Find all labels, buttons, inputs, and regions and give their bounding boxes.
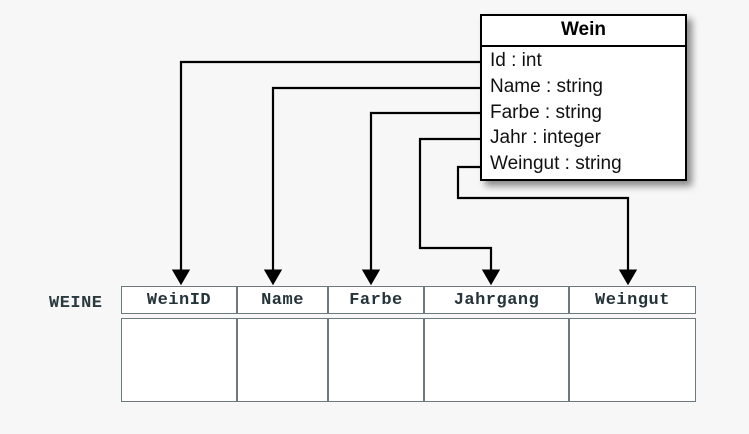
table-header-row: WeinID Name Farbe Jahrgang Weingut xyxy=(121,286,696,314)
column-header-name[interactable]: Name xyxy=(237,286,328,314)
class-attribute-farbe: Farbe : string xyxy=(490,101,602,123)
relation-name-label: WEINE xyxy=(49,294,103,313)
table-cell-farbe[interactable] xyxy=(328,318,424,402)
column-header-jahrgang[interactable]: Jahrgang xyxy=(424,286,569,314)
column-header-weingut[interactable]: Weingut xyxy=(569,286,696,314)
relational-table[interactable]: WeinID Name Farbe Jahrgang Weingut xyxy=(121,286,696,402)
class-attribute-list: Id : int Name : string Farbe : string Ja… xyxy=(482,47,685,179)
connector-farbe-to-farbe xyxy=(361,111,480,286)
class-attribute-weingut: Weingut : string xyxy=(490,153,622,175)
table-cell-jahrgang[interactable] xyxy=(424,318,569,402)
column-header-weinid[interactable]: WeinID xyxy=(121,286,237,314)
connector-id-to-weinid xyxy=(171,60,480,286)
column-header-farbe[interactable]: Farbe xyxy=(328,286,424,314)
class-attribute-jahr: Jahr : integer xyxy=(490,127,601,149)
table-cell-weinid[interactable] xyxy=(121,318,237,402)
class-attribute-id: Id : int xyxy=(490,49,542,71)
connector-name-to-name xyxy=(263,86,480,286)
class-name-label: Wein xyxy=(482,16,685,47)
table-cell-weingut[interactable] xyxy=(569,318,696,402)
table-cell-name[interactable] xyxy=(237,318,328,402)
connector-jahr-to-jahrgang xyxy=(418,137,501,286)
table-row xyxy=(121,318,696,402)
connector-weingut-to-weingut xyxy=(456,165,638,286)
uml-class-box[interactable]: Wein Id : int Name : string Farbe : stri… xyxy=(480,14,687,181)
class-attribute-name: Name : string xyxy=(490,75,603,97)
